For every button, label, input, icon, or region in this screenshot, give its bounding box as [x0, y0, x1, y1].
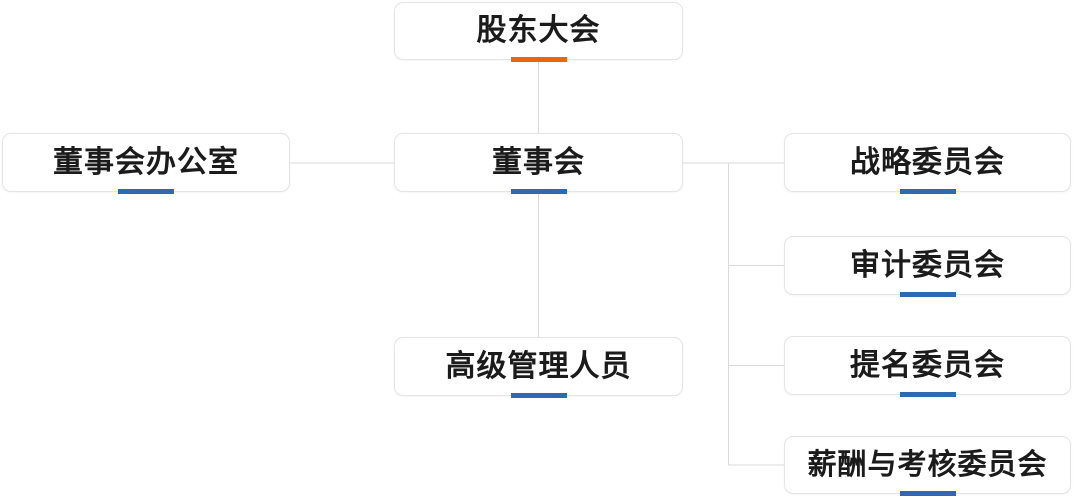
- node-audit-committee[interactable]: 审计委员会: [784, 236, 1071, 297]
- node-board[interactable]: 董事会: [394, 133, 683, 194]
- accent-bar-blue: [899, 491, 956, 496]
- node-strategy-committee[interactable]: 战略委员会: [784, 133, 1071, 194]
- node-nomination-committee-label: 提名委员会: [850, 348, 1005, 382]
- node-compensation-committee-label: 薪酬与考核委员会: [807, 448, 1048, 481]
- node-shareholders-label: 股东大会: [476, 14, 601, 47]
- node-senior-management-label: 高级管理人员: [445, 349, 632, 383]
- node-compensation-committee[interactable]: 薪酬与考核委员会: [784, 436, 1071, 496]
- accent-bar-blue: [899, 189, 956, 194]
- accent-bar-orange: [510, 57, 567, 62]
- accent-bar-blue: [899, 292, 956, 297]
- accent-bar-blue: [899, 392, 956, 397]
- accent-bar-blue: [510, 189, 567, 194]
- node-board-office-label: 董事会办公室: [53, 145, 239, 179]
- node-shareholders[interactable]: 股东大会: [394, 2, 683, 62]
- accent-bar-blue: [510, 393, 567, 398]
- node-board-label: 董事会: [492, 145, 585, 179]
- node-senior-management[interactable]: 高级管理人员: [394, 337, 683, 398]
- node-board-office[interactable]: 董事会办公室: [2, 133, 290, 194]
- accent-bar-blue: [118, 189, 174, 194]
- node-strategy-committee-label: 战略委员会: [850, 145, 1005, 179]
- node-nomination-committee[interactable]: 提名委员会: [784, 336, 1071, 397]
- node-audit-committee-label: 审计委员会: [850, 248, 1005, 282]
